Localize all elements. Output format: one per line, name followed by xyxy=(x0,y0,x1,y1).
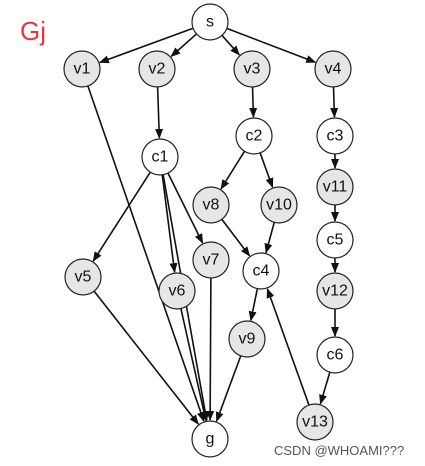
node-label-c3: c3 xyxy=(327,128,344,145)
node-v10: v10 xyxy=(260,186,298,224)
edge-v6-to-g xyxy=(180,308,208,422)
edge-c2-to-v10 xyxy=(259,152,274,189)
node-v1: v1 xyxy=(63,50,101,88)
edges-layer xyxy=(87,27,339,425)
node-label-v12: v12 xyxy=(322,283,348,300)
edge-c4-to-v9 xyxy=(248,288,259,322)
edge-v9-to-g xyxy=(215,355,242,423)
node-v5: v5 xyxy=(64,258,102,296)
edge-v8-to-c4 xyxy=(221,218,251,257)
node-label-c6: c6 xyxy=(327,347,344,364)
edge-s-to-v2 xyxy=(170,33,198,58)
edge-s-to-v3 xyxy=(221,34,241,56)
node-circle-v12 xyxy=(316,272,354,310)
edge-v1-to-g xyxy=(87,85,205,422)
node-v13: v13 xyxy=(296,403,334,441)
node-circle-c1 xyxy=(141,138,179,176)
edge-c1-to-v7 xyxy=(167,172,204,244)
node-label-c4: c4 xyxy=(253,263,270,280)
edge-v2-to-c1 xyxy=(155,86,164,140)
node-v11: v11 xyxy=(316,168,354,206)
node-label-c5: c5 xyxy=(327,232,344,249)
node-v6: v6 xyxy=(158,272,196,310)
node-circle-v2 xyxy=(138,50,176,88)
node-circle-c4 xyxy=(242,252,280,290)
edge-s-to-v4 xyxy=(226,27,317,63)
node-v7: v7 xyxy=(192,241,230,279)
node-circle-v5 xyxy=(64,258,102,296)
node-circle-s xyxy=(191,3,229,41)
node-v12: v12 xyxy=(316,272,354,310)
edge-v5-to-g xyxy=(93,290,199,425)
node-c2: c2 xyxy=(235,117,273,155)
edge-v13-to-c4 xyxy=(266,287,310,406)
node-c5: c5 xyxy=(316,221,354,259)
node-v2: v2 xyxy=(138,50,176,88)
node-label-v9: v9 xyxy=(239,331,256,348)
edge-v4-to-c3 xyxy=(330,86,339,119)
node-circle-g xyxy=(191,420,229,458)
node-label-v4: v4 xyxy=(325,61,342,78)
node-label-v6: v6 xyxy=(169,283,186,300)
node-circle-v9 xyxy=(228,320,266,358)
node-circle-v13 xyxy=(296,403,334,441)
diagram-title: Gj xyxy=(20,16,46,46)
node-circle-c3 xyxy=(316,117,354,155)
node-v8: v8 xyxy=(192,186,230,224)
node-circle-c5 xyxy=(316,221,354,259)
nodes-layer: s v1 v2 v3 v4 c1 c2 c3 v11 v8 v10 c5 v7 c4 v5 v6 v12 v9 c6… xyxy=(63,3,354,458)
node-v4: v4 xyxy=(314,50,352,88)
edge-v3-to-c2 xyxy=(249,86,258,119)
node-label-v1: v1 xyxy=(74,61,91,78)
node-label-v5: v5 xyxy=(75,269,92,286)
node-c3: c3 xyxy=(316,117,354,155)
node-label-v3: v3 xyxy=(244,61,261,78)
edge-s-to-v1 xyxy=(98,27,194,64)
node-label-v7: v7 xyxy=(203,252,220,269)
node-circle-c2 xyxy=(235,117,273,155)
edge-c6-to-v13 xyxy=(319,372,331,405)
node-label-v10: v10 xyxy=(266,197,292,214)
node-label-s: s xyxy=(206,14,214,31)
node-circle-c6 xyxy=(316,336,354,374)
node-v9: v9 xyxy=(228,320,266,358)
node-label-v13: v13 xyxy=(302,414,328,431)
node-label-v11: v11 xyxy=(323,179,348,196)
node-circle-v6 xyxy=(158,272,196,310)
node-c4: c4 xyxy=(242,252,280,290)
node-circle-v10 xyxy=(260,186,298,224)
edge-c2-to-v8 xyxy=(220,150,246,190)
node-v3: v3 xyxy=(233,50,271,88)
node-label-v2: v2 xyxy=(149,61,166,78)
node-circle-v11 xyxy=(316,168,354,206)
node-circle-v4 xyxy=(314,50,352,88)
node-circle-v1 xyxy=(63,50,101,88)
node-s: s xyxy=(191,3,229,41)
node-label-v8: v8 xyxy=(203,197,220,214)
edge-v7-to-g xyxy=(206,277,215,422)
node-circle-v3 xyxy=(233,50,271,88)
node-c1: c1 xyxy=(141,138,179,176)
edge-c1-to-v5 xyxy=(92,171,151,262)
node-circle-v7 xyxy=(192,241,230,279)
node-circle-v8 xyxy=(192,186,230,224)
node-c6: c6 xyxy=(316,336,354,374)
node-label-g: g xyxy=(206,431,215,448)
node-label-c1: c1 xyxy=(152,149,169,166)
node-label-c2: c2 xyxy=(246,128,263,145)
edge-c1-to-v6 xyxy=(161,174,178,274)
watermark-text: CSDN @WHOAMI??? xyxy=(274,443,405,458)
node-g: g xyxy=(191,420,229,458)
edge-v10-to-c4 xyxy=(264,222,276,254)
